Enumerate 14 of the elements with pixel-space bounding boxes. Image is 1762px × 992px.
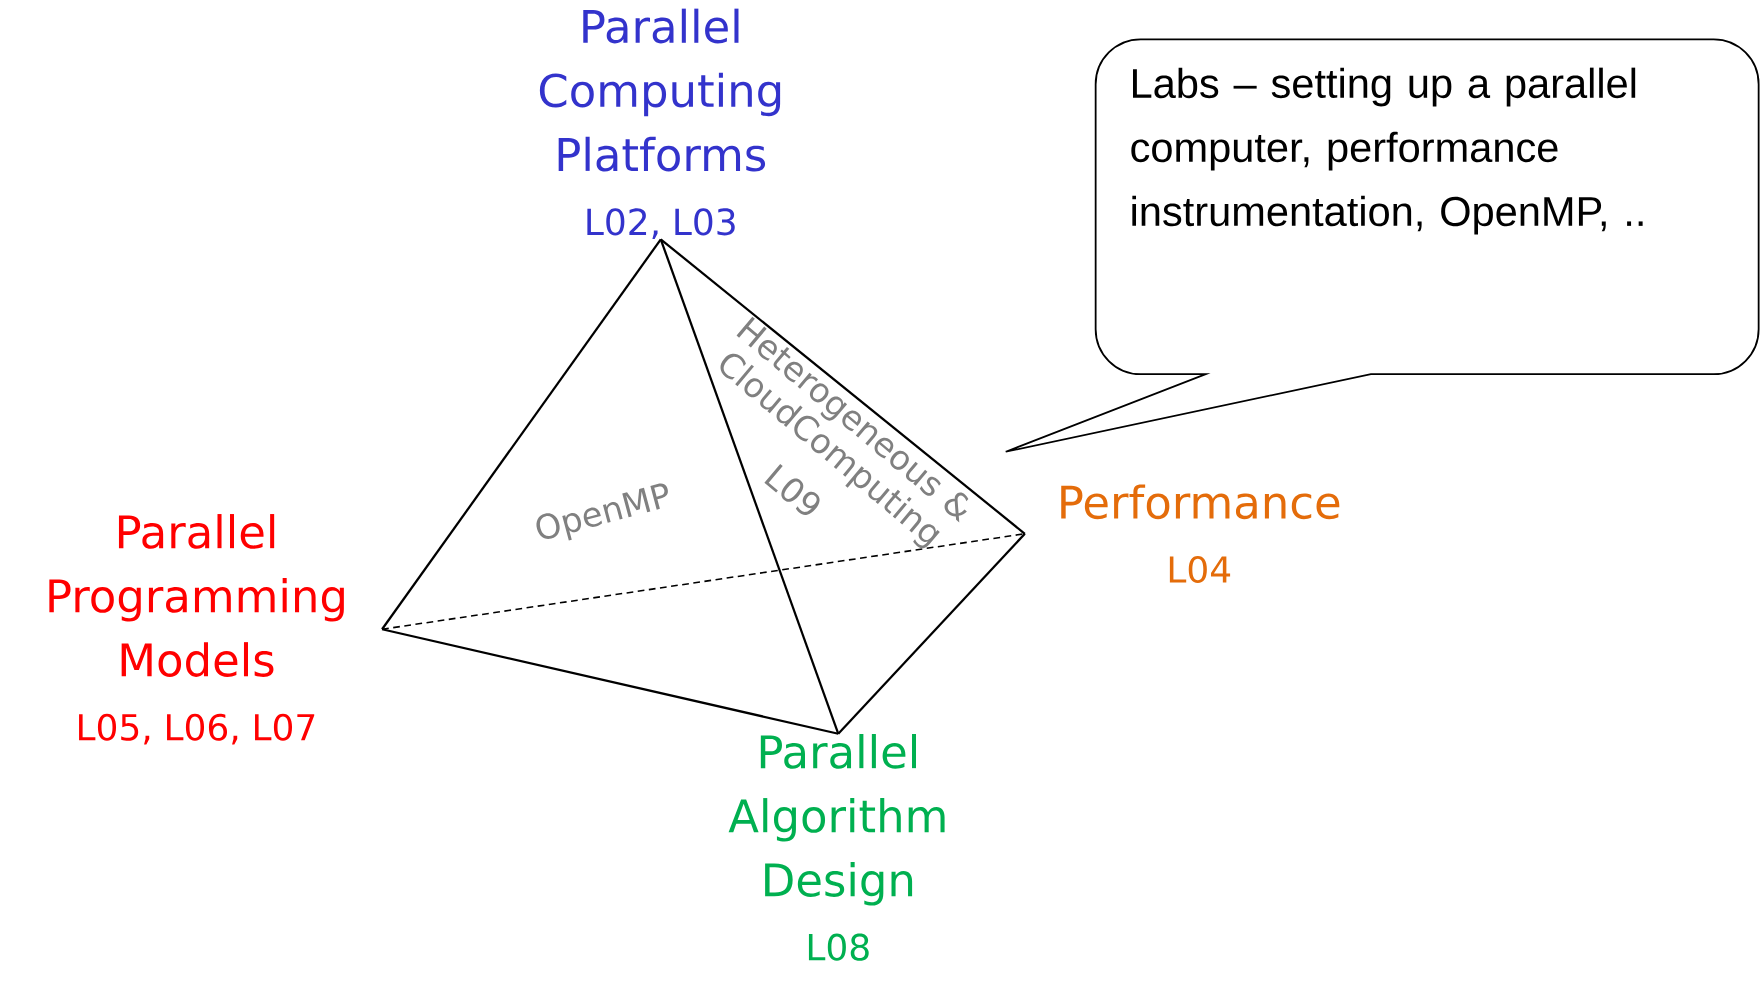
tetrahedron-edge bbox=[659, 238, 840, 735]
vertex-label: Parallel Programming Models bbox=[49, 513, 344, 677]
vertex-label: Parallel Algorithm Design bbox=[728, 733, 945, 906]
lecture-code: L08 bbox=[808, 933, 869, 961]
tetrahedron-edge bbox=[381, 628, 839, 735]
lecture-code: L05, L06, L07 bbox=[79, 713, 315, 745]
speech-bubble: Labs – setting up a parallel computer, performance instrumentation, OpenMP, .. bbox=[1004, 38, 1760, 453]
tetrahedron-edge bbox=[660, 238, 1026, 535]
vertex-label: Performance bbox=[1061, 484, 1340, 520]
tetrahedron-edge bbox=[837, 532, 1026, 735]
lecture-code: L04 bbox=[1169, 555, 1231, 583]
tetrahedron-edge bbox=[381, 238, 662, 630]
lecture-code: L02, L03 bbox=[587, 208, 735, 239]
vertex-label: Parallel Computing Platforms bbox=[539, 8, 781, 172]
